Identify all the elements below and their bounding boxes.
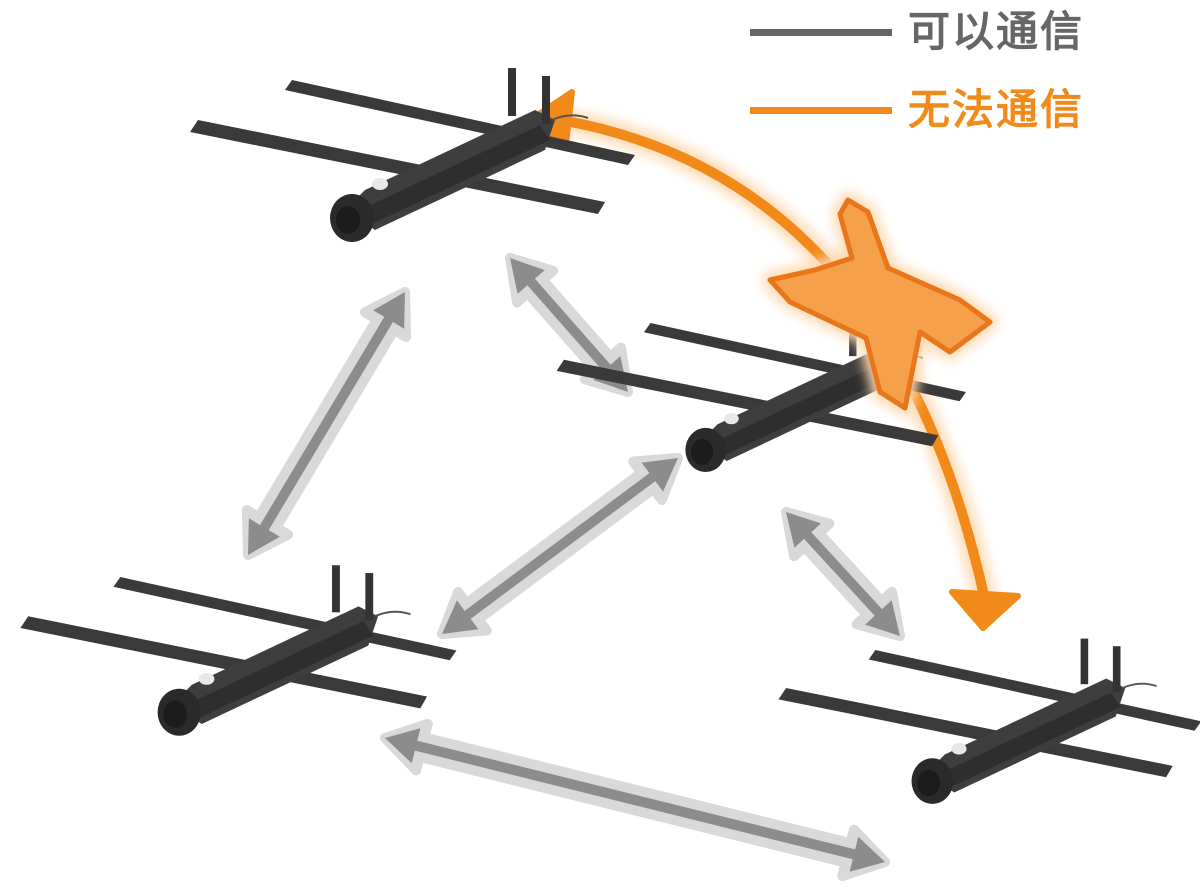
double-arrow xyxy=(442,458,678,634)
legend-line-gray xyxy=(750,28,892,36)
double-arrow xyxy=(248,292,405,555)
legend: 可以通信 无法通信 xyxy=(750,0,1190,150)
legend-label-connected: 可以通信 xyxy=(908,7,1085,56)
legend-label-disconnected: 无法通信 xyxy=(908,85,1085,134)
double-arrow xyxy=(385,728,885,872)
link-bottom-left-to-bottom-right xyxy=(380,718,890,882)
double-arrow xyxy=(786,512,900,636)
legend-item-connected: 可以通信 xyxy=(750,2,1084,62)
legend-item-disconnected: 无法通信 xyxy=(750,80,1084,140)
failed-link-head-bottom xyxy=(949,589,1021,631)
link-top-to-middle xyxy=(505,253,633,397)
drone-bottom-left xyxy=(19,564,458,737)
double-arrow xyxy=(510,258,628,392)
legend-line-orange xyxy=(750,106,892,114)
link-top-to-bottom-left xyxy=(241,287,412,560)
cross-shape xyxy=(767,197,993,411)
drone-bottom-right xyxy=(777,637,1200,805)
cross-icon xyxy=(762,192,998,416)
link-middle-to-bottom-right xyxy=(781,507,905,641)
link-middle-to-bottom-left xyxy=(437,453,683,639)
communication-links xyxy=(241,253,905,882)
